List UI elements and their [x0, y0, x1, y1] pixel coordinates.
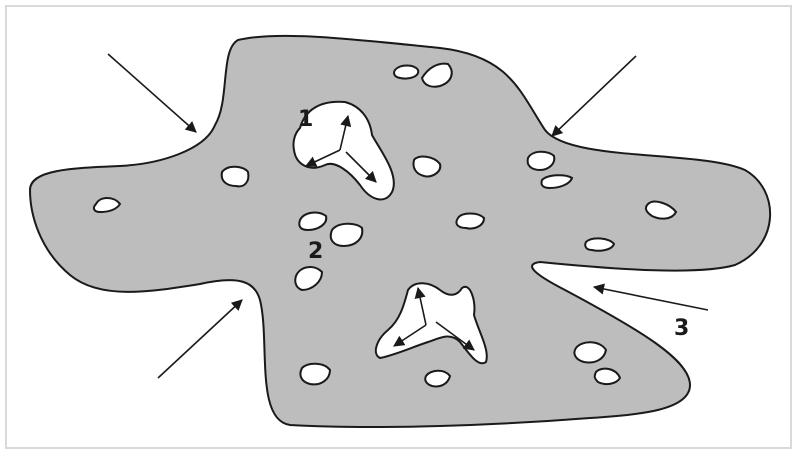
label-1: 1 — [298, 107, 313, 132]
label-2: 2 — [308, 239, 323, 264]
material-body — [30, 36, 770, 427]
arrow-top-left — [108, 54, 196, 132]
small-pore — [300, 364, 330, 385]
arrow-right — [594, 287, 708, 310]
small-pore — [456, 214, 484, 229]
small-pore — [574, 342, 606, 362]
small-pore — [222, 167, 249, 187]
arrow-bottom-left — [158, 300, 242, 378]
label-3: 3 — [674, 316, 689, 341]
small-pore — [394, 66, 418, 79]
small-pore — [585, 238, 614, 250]
small-pore — [528, 152, 555, 170]
arrow-top-right — [552, 56, 636, 136]
small-pore — [413, 157, 440, 177]
small-pore — [331, 224, 363, 246]
